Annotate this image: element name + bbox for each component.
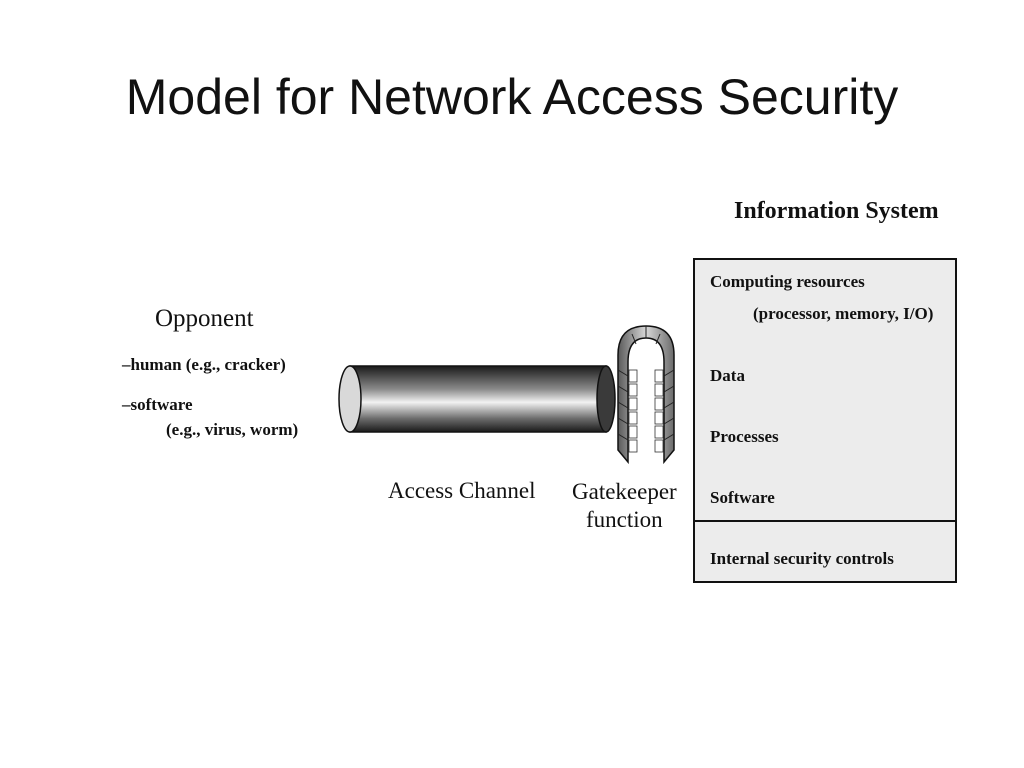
system-item-internal-security-controls: Internal security controls — [710, 549, 894, 568]
information-system-box: Computing resources (processor, memory, … — [693, 258, 957, 583]
gatekeeper-label: Gatekeeper function — [572, 478, 677, 534]
opponent-heading: Opponent — [155, 305, 254, 332]
system-item-software: Software — [710, 488, 775, 507]
system-item-data: Data — [710, 366, 745, 385]
gatekeeper-label-line1: Gatekeeper — [572, 479, 677, 504]
system-divider — [695, 520, 955, 522]
access-channel-cylinder — [338, 365, 616, 433]
opponent-item-human: –human (e.g., cracker) — [122, 355, 286, 374]
slide-title: Model for Network Access Security — [125, 69, 899, 125]
opponent-item-software: –software — [122, 395, 193, 414]
system-item-computing-resources: Computing resources — [710, 272, 865, 291]
access-channel-label: Access Channel — [388, 478, 536, 503]
opponent-item-software-examples: (e.g., virus, worm) — [166, 420, 299, 439]
system-item-computing-details: (processor, memory, I/O) — [753, 304, 934, 323]
information-system-heading: Information System — [734, 198, 939, 224]
gatekeeper-shape — [617, 325, 675, 465]
system-item-processes: Processes — [710, 427, 779, 446]
gatekeeper-label-line2: function — [586, 507, 663, 532]
